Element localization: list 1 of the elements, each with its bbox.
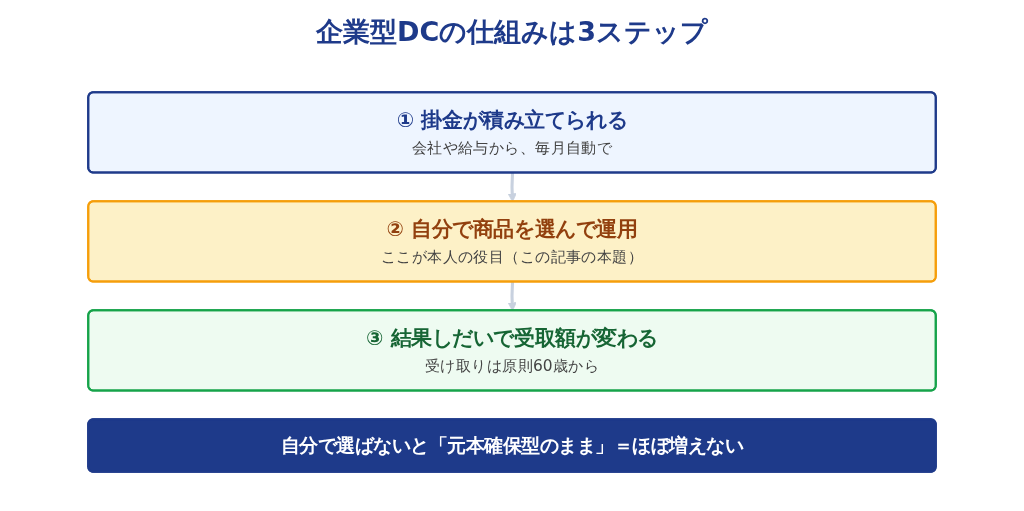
title: 企業型DCの仕組みは3ステップ [315,15,709,49]
